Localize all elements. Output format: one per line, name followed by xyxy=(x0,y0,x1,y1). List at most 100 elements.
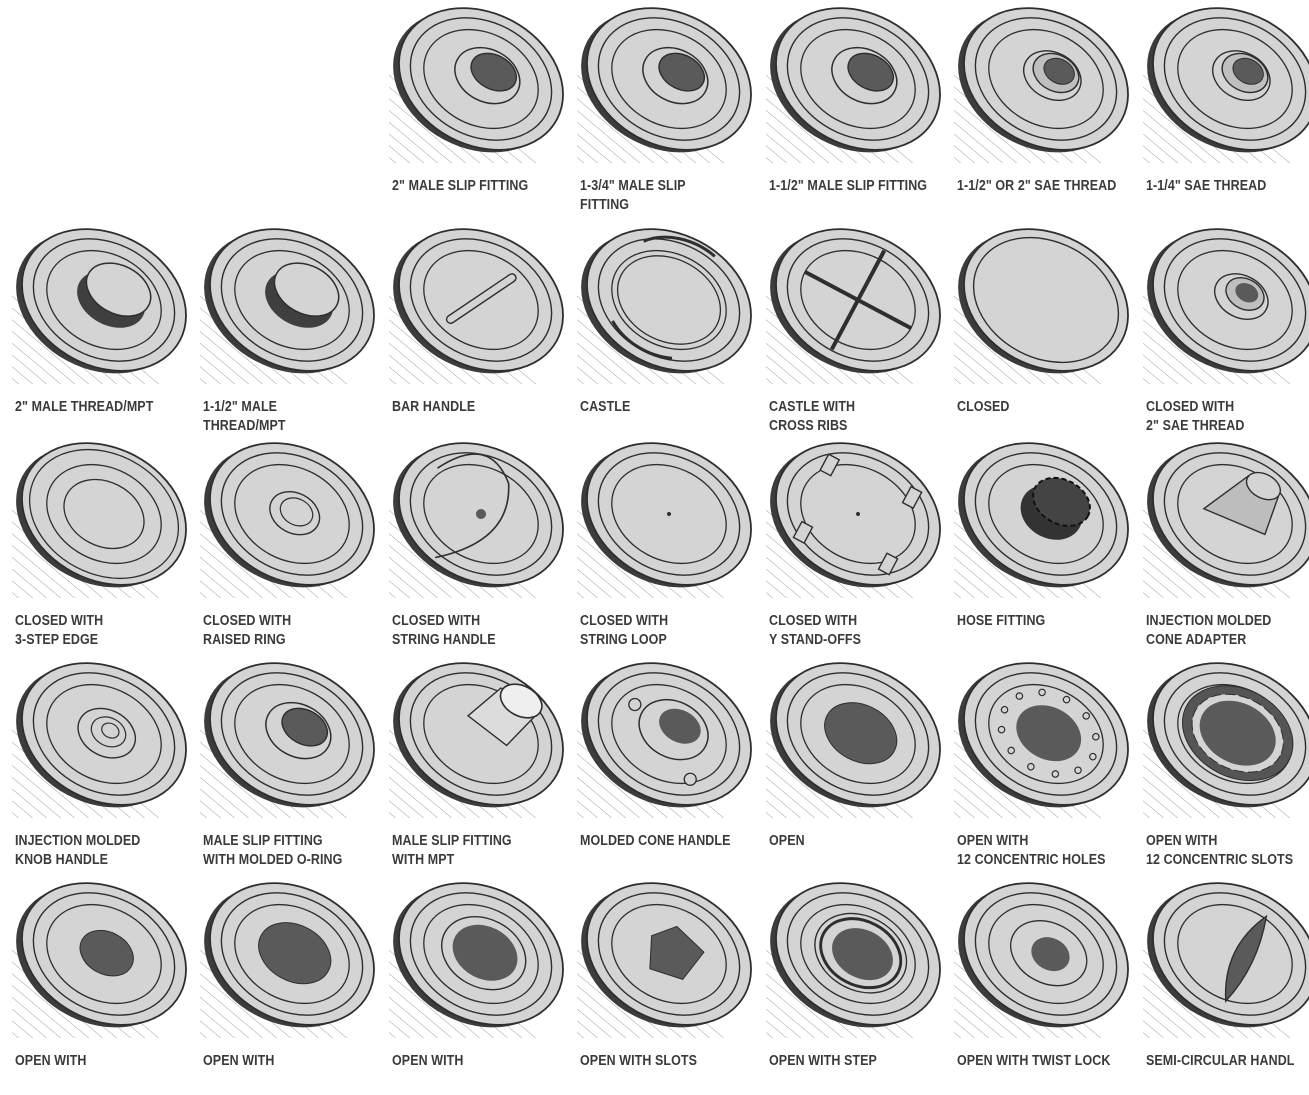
castle-cross-ribs-icon xyxy=(766,228,941,384)
cap-option-label-line: STRING LOOP xyxy=(580,632,667,648)
cap-option-label-line: STRING HANDLE xyxy=(392,632,496,648)
cap-option-label: MALE SLIP FITTING WITH MOLDED O-RING xyxy=(203,832,360,870)
cap-option-label: CASTLE WITH CROSS RIBS xyxy=(769,398,926,436)
cap-option-label: SEMI-CIRCULAR HANDL xyxy=(1146,1052,1303,1071)
cap-option-label: OPEN WITH STEP xyxy=(769,1052,926,1071)
castle-icon xyxy=(577,228,752,384)
sae-thread-icon xyxy=(1143,7,1309,163)
cap-option-label-line: WITH MOLDED O-RING xyxy=(203,852,343,868)
closed-sae-icon xyxy=(1143,228,1309,384)
cap-option-label-line: FITTING xyxy=(580,197,630,213)
cap-option-label: OPEN WITH xyxy=(203,1052,360,1071)
cap-option-label-line: 1-1/2" MALE xyxy=(203,399,278,415)
cap-option-castle: CASTLE xyxy=(577,226,762,441)
cap-option-1-3-4-male-slip-fitting: 1-3/4" MALE SLIP FITTING xyxy=(577,5,762,220)
cap-option-label: 1-3/4" MALE SLIP FITTING xyxy=(580,177,737,215)
cap-option-label-line: 1-3/4" MALE SLIP xyxy=(580,178,686,194)
cap-option-1-1-2-male-slip-fitting: 1-1/2" MALE SLIP FITTING xyxy=(766,5,951,220)
cap-option-label-line: OPEN WITH xyxy=(1146,833,1218,849)
sae-thread-icon xyxy=(954,7,1129,163)
concentric-slots-icon xyxy=(1143,662,1309,818)
cap-option-label: OPEN WITH TWIST LOCK xyxy=(957,1052,1114,1071)
cap-option-label-line: OPEN xyxy=(769,833,805,849)
cap-option-label-line: OPEN WITH xyxy=(203,1053,275,1069)
cap-option-label: OPEN xyxy=(769,832,926,851)
cap-option-label: 2" MALE SLIP FITTING xyxy=(392,177,549,196)
cap-option-label: 1-1/4" SAE THREAD xyxy=(1146,177,1303,196)
cap-option-label-line: CROSS RIBS xyxy=(769,418,848,434)
cap-option-molded-cone-handle: MOLDED CONE HANDLE xyxy=(577,660,762,875)
cap-option-label-line: CASTLE WITH xyxy=(769,399,856,415)
cap-option-1-1-4-sae-thread: 1-1/4" SAE THREAD xyxy=(1143,5,1309,220)
male-thread-icon xyxy=(12,228,187,384)
cap-option-closed-with-2-sae-thread: CLOSED WITH 2" SAE THREAD xyxy=(1143,226,1309,441)
string-loop-icon xyxy=(577,442,752,598)
cap-option-open-with-step: OPEN WITH STEP xyxy=(766,880,951,1095)
semi-circular-handle-icon xyxy=(1143,882,1309,1038)
cap-option-label-line: OPEN WITH SLOTS xyxy=(580,1053,697,1069)
cap-option-label: OPEN WITH xyxy=(392,1052,549,1071)
cap-option-label-line: KNOB HANDLE xyxy=(15,852,109,868)
cap-option-closed-with-string-loop: CLOSED WITH STRING LOOP xyxy=(577,440,762,655)
cap-option-label: 2" MALE THREAD/MPT xyxy=(15,398,172,417)
cap-option-label-line: MALE SLIP FITTING xyxy=(392,833,512,849)
closed-cap-icon xyxy=(954,228,1129,384)
cap-option-label-line: HOSE FITTING xyxy=(957,613,1046,629)
cap-option-label-line: BAR HANDLE xyxy=(392,399,476,415)
cap-option-label-line: OPEN WITH STEP xyxy=(769,1053,877,1069)
cap-option-label-line: OPEN WITH xyxy=(957,833,1029,849)
step-edge-icon xyxy=(12,442,187,598)
cap-option-label-line: 2" MALE THREAD/MPT xyxy=(15,399,154,415)
cap-option-label-line: MALE SLIP FITTING xyxy=(203,833,323,849)
cap-option-label: HOSE FITTING xyxy=(957,612,1114,631)
cap-option-open-with-a: OPEN WITH xyxy=(12,880,197,1095)
cap-option-label-line: THREAD/MPT xyxy=(203,418,286,434)
cap-option-label-line: 2" MALE SLIP FITTING xyxy=(392,178,529,194)
cone-handle-icon xyxy=(577,662,752,818)
cap-option-1-1-2-male-thread-mpt: 1-1/2" MALE THREAD/MPT xyxy=(200,226,385,441)
cap-option-label-line: CLOSED WITH xyxy=(1146,399,1235,415)
cap-option-castle-with-cross-ribs: CASTLE WITH CROSS RIBS xyxy=(766,226,951,441)
cap-option-label-line: 1-1/4" SAE THREAD xyxy=(1146,178,1267,194)
cap-option-label: MOLDED CONE HANDLE xyxy=(580,832,737,851)
cap-option-label: OPEN WITH xyxy=(15,1052,172,1071)
bar-handle-icon xyxy=(389,228,564,384)
cap-option-2-male-thread-mpt: 2" MALE THREAD/MPT xyxy=(12,226,197,441)
string-handle-icon xyxy=(389,442,564,598)
cap-option-hose-fitting: HOSE FITTING xyxy=(954,440,1139,655)
cap-option-bar-handle: BAR HANDLE xyxy=(389,226,574,441)
cap-option-label-line: 1-1/2" OR 2" SAE THREAD xyxy=(957,178,1117,194)
cap-option-male-slip-fitting-with-molded-o-ring: MALE SLIP FITTING WITH MOLDED O-RING xyxy=(200,660,385,875)
filter-cap-catalog-grid: 2" MALE SLIP FITTING 1-3/4" MALE SLIP FIT… xyxy=(12,5,1309,1069)
cap-option-label-line: CLOSED WITH xyxy=(580,613,669,629)
cap-option-label-line: 1-1/2" MALE SLIP FITTING xyxy=(769,178,928,194)
cap-option-1-1-2-or-2-sae-thread: 1-1/2" OR 2" SAE THREAD xyxy=(954,5,1139,220)
cap-option-label-line: 12 CONCENTRIC HOLES xyxy=(957,852,1106,868)
cap-option-open-with-b: OPEN WITH xyxy=(200,880,385,1095)
cone-adapter-icon xyxy=(1143,442,1309,598)
cap-option-2-male-slip-fitting: 2" MALE SLIP FITTING xyxy=(389,5,574,220)
male-slip-icon xyxy=(577,7,752,163)
cap-option-open-with-c: OPEN WITH xyxy=(389,880,574,1095)
cap-option-label: 1-1/2" MALE SLIP FITTING xyxy=(769,177,928,196)
cap-option-label-line: 2" SAE THREAD xyxy=(1146,418,1245,434)
cap-option-label-line: INJECTION MOLDED xyxy=(1146,613,1272,629)
o-ring-icon xyxy=(200,662,375,818)
y-standoffs-icon xyxy=(766,442,941,598)
cap-option-closed: CLOSED xyxy=(954,226,1139,441)
cap-option-label: CLOSED WITH STRING LOOP xyxy=(580,612,737,650)
male-slip-icon xyxy=(766,7,941,163)
male-slip-icon xyxy=(389,7,564,163)
cap-option-label-line: CONE ADAPTER xyxy=(1146,632,1247,648)
cap-option-open-with-slots: OPEN WITH SLOTS xyxy=(577,880,762,1095)
cap-option-label: CLOSED WITH 2" SAE THREAD xyxy=(1146,398,1303,436)
